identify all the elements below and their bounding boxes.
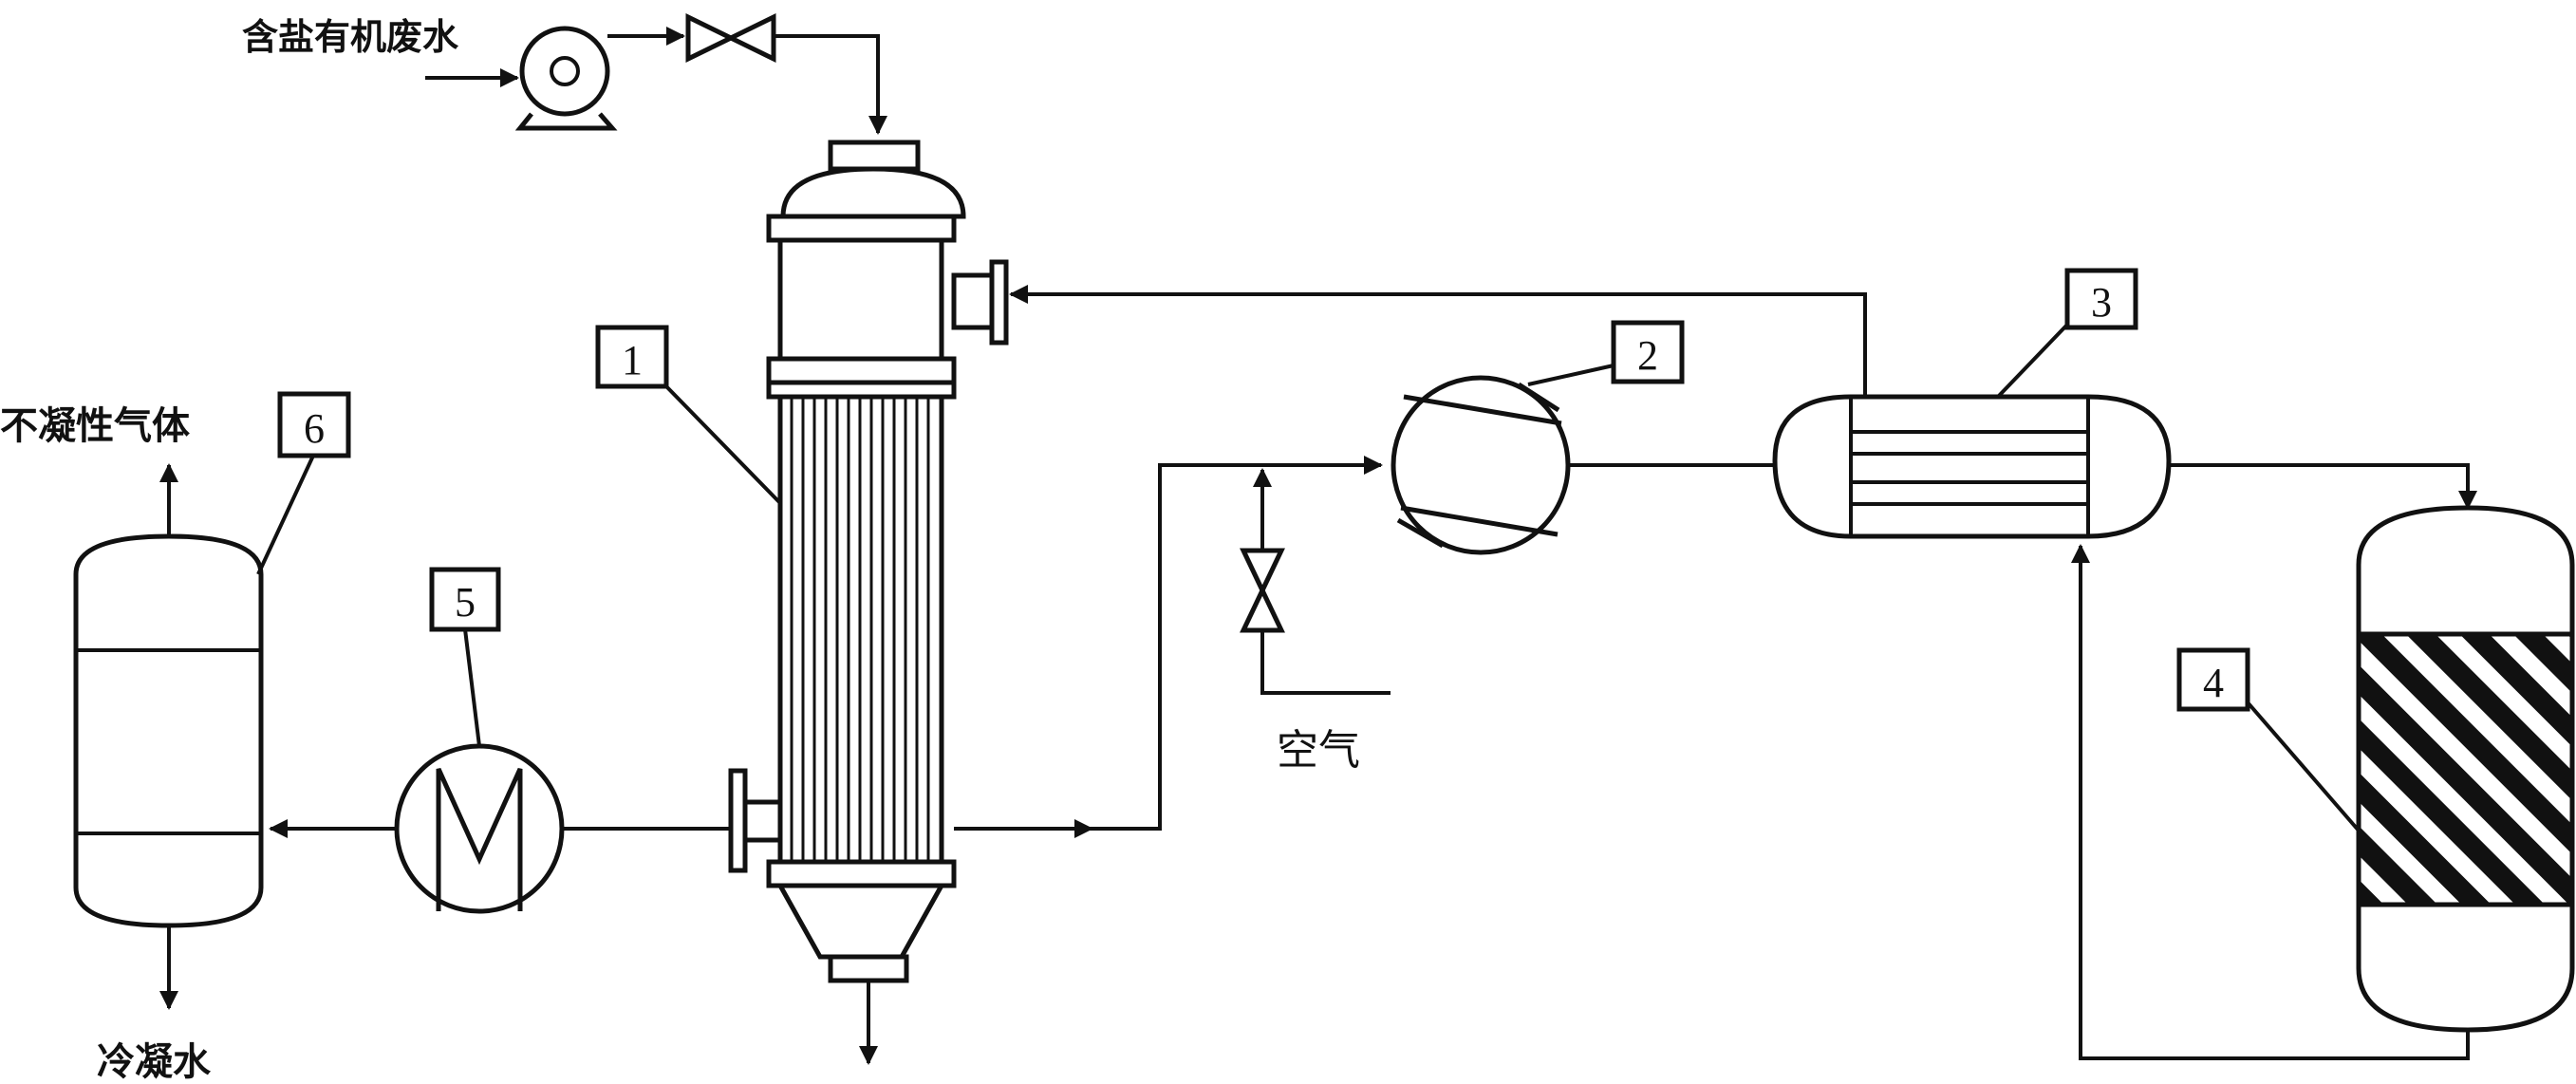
feed-valve xyxy=(685,12,776,64)
callout-number: 4 xyxy=(2203,660,2224,706)
callout-number: 3 xyxy=(2091,279,2112,326)
callout-number: 6 xyxy=(304,405,325,452)
feed-pump xyxy=(514,26,618,131)
feed-label: 含盐有机废水 xyxy=(242,16,459,58)
heat-exchanger-3 xyxy=(1009,285,2477,539)
condensate-label: 冷凝水 xyxy=(97,1040,212,1084)
vapor-line: 空气 xyxy=(954,456,1391,838)
tube-bundle xyxy=(777,394,944,865)
condenser-5 xyxy=(269,743,731,914)
feed-line: 含盐有机废水 xyxy=(242,12,887,135)
callout-1: 1 xyxy=(595,325,782,505)
evaporator-1 xyxy=(728,140,1009,1065)
separator-6: 不凝性气体 冷凝水 xyxy=(0,404,264,1084)
callout-5: 5 xyxy=(429,567,501,747)
callout-number: 2 xyxy=(1637,332,1658,379)
noncondensable-label: 不凝性气体 xyxy=(0,404,190,448)
air-valve xyxy=(1240,548,1285,633)
callout-number: 1 xyxy=(622,337,643,383)
callout-6: 6 xyxy=(256,391,351,575)
air-label: 空气 xyxy=(1277,726,1360,775)
callout-number: 5 xyxy=(455,579,476,626)
callout-4: 4 xyxy=(2176,647,2361,832)
callout-2: 2 xyxy=(1527,320,1685,386)
reactor-4 xyxy=(2071,505,2575,1060)
compressor-2 xyxy=(1391,375,1796,555)
callout-3: 3 xyxy=(1996,268,2138,399)
